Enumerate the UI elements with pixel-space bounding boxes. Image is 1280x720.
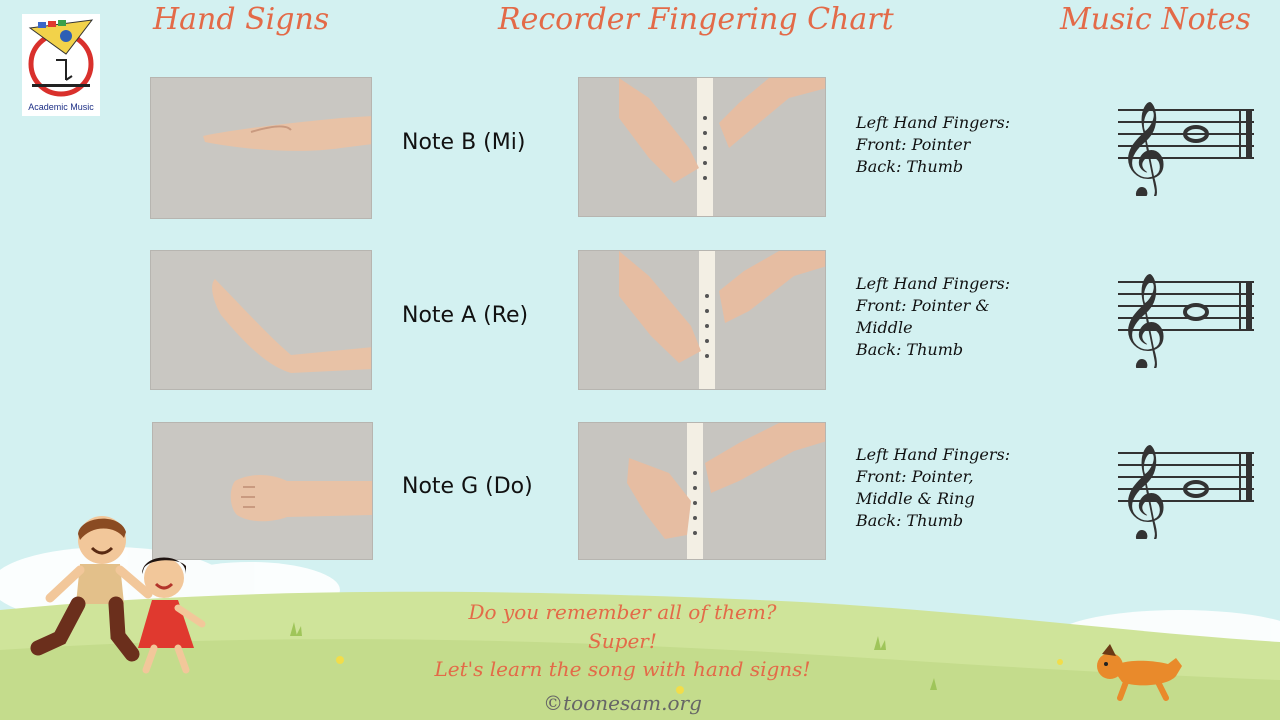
desc-line: Front: Pointer xyxy=(856,135,971,154)
fingering-photo-a xyxy=(578,250,826,390)
fingering-desc-b: Left Hand Fingers: Front: Pointer Back: … xyxy=(856,112,1010,178)
hand-sign-photo-b xyxy=(150,77,372,219)
closing-message-line-2: Super! xyxy=(588,629,657,653)
header-music-notes: Music Notes xyxy=(1060,2,1251,37)
music-staff: 𝄞 xyxy=(1118,272,1254,368)
fingering-photo-g xyxy=(578,422,826,560)
note-label-b: Note B (Mi) xyxy=(402,130,526,155)
boy-icon xyxy=(30,516,153,662)
staff-note-g: 𝄞 xyxy=(1112,423,1260,539)
desc-line: Back: Thumb xyxy=(856,157,964,176)
angled-hand-sign-image xyxy=(151,251,371,389)
music-staff: 𝄞 xyxy=(1118,443,1254,539)
desc-line: Front: Pointer, xyxy=(856,467,974,486)
closing-message-line-1: Do you remember all of them? xyxy=(468,600,777,624)
cartoon-dog-illustration xyxy=(1097,644,1182,701)
treble-clef-icon: 𝄞 xyxy=(1118,272,1168,368)
cartoon-kids-illustration xyxy=(30,516,206,674)
desc-line: Left Hand Fingers: xyxy=(856,113,1011,132)
whole-note-icon xyxy=(1183,125,1209,143)
logo-graphic xyxy=(28,19,94,97)
dog-icon xyxy=(1097,644,1182,701)
desc-line: Middle & Ring xyxy=(856,489,975,508)
copyright-text: ©toonesam.org xyxy=(543,691,702,715)
desc-line: Back: Thumb xyxy=(856,511,964,530)
desc-line: Front: Pointer & xyxy=(856,296,990,315)
treble-clef-icon: 𝄞 xyxy=(1118,100,1168,196)
desc-line: Middle xyxy=(856,318,913,337)
fingering-desc-a: Left Hand Fingers: Front: Pointer & Midd… xyxy=(856,273,1010,361)
fingering-desc-g: Left Hand Fingers: Front: Pointer, Middl… xyxy=(856,444,1010,532)
recorder-fingering-image xyxy=(579,251,825,389)
music-staff: 𝄞 xyxy=(1118,100,1254,196)
staff-note-b: 𝄞 xyxy=(1112,80,1260,196)
logo-caption: Academic Music xyxy=(28,102,94,112)
hand-sign-photo-g xyxy=(152,422,373,560)
note-label-g: Note G (Do) xyxy=(402,474,533,499)
closing-message-line-3: Let's learn the song with hand signs! xyxy=(434,657,811,681)
recorder-fingering-image xyxy=(579,423,825,559)
flat-hand-sign-image xyxy=(151,78,371,218)
header-fingering-chart: Recorder Fingering Chart xyxy=(498,2,894,37)
treble-clef-icon: 𝄞 xyxy=(1118,443,1168,539)
header-hand-signs: Hand Signs xyxy=(153,2,330,37)
desc-line: Left Hand Fingers: xyxy=(856,274,1011,293)
fist-hand-sign-image xyxy=(153,423,372,559)
fingering-photo-b xyxy=(578,77,826,217)
staff-note-a: 𝄞 xyxy=(1112,252,1260,368)
recorder-fingering-image xyxy=(579,78,825,216)
desc-line: Back: Thumb xyxy=(856,340,964,359)
girl-icon xyxy=(138,557,206,674)
whole-note-icon xyxy=(1183,480,1209,498)
hand-sign-photo-a xyxy=(150,250,372,390)
note-label-a: Note A (Re) xyxy=(402,303,529,328)
desc-line: Left Hand Fingers: xyxy=(856,445,1011,464)
whole-note-icon xyxy=(1183,303,1209,321)
academic-music-logo: Academic Music xyxy=(22,14,100,116)
